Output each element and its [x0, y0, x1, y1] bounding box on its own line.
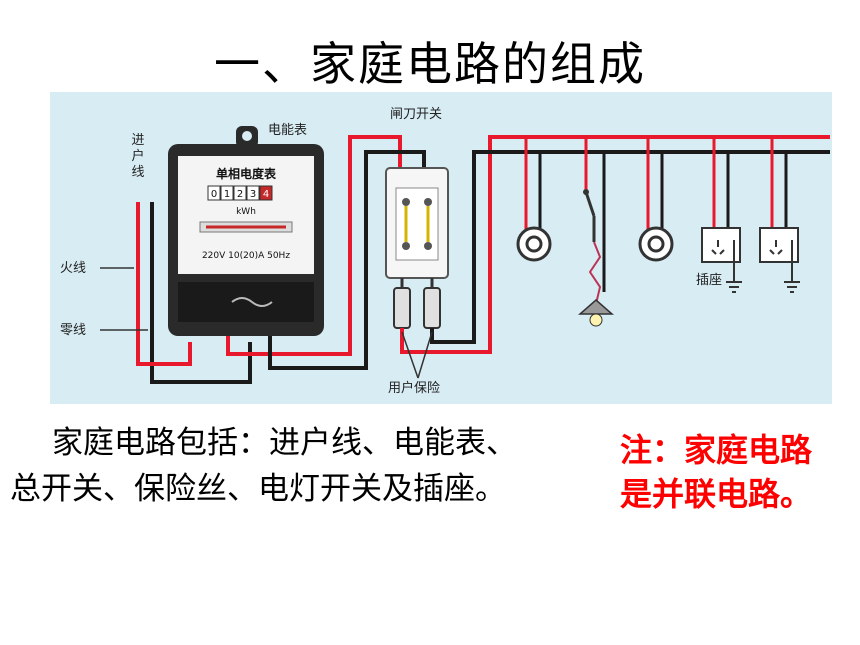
household-circuit-diagram: 单相电度表 0 1 2 3 4 kWh 220V 10(20)A 50Hz — [50, 92, 832, 404]
slide-title: 一、家庭电路的组成 — [214, 37, 646, 91]
meter-digits: 0 1 2 3 4 — [207, 185, 273, 201]
label-live-wire: 火线 — [60, 261, 86, 276]
meter-to-switch-wiring — [226, 135, 426, 370]
service-line — [136, 202, 252, 384]
three-pin-socket-2 — [759, 227, 800, 293]
label-neutral-wire: 零线 — [60, 323, 86, 338]
svg-text:户: 户 — [131, 148, 144, 164]
meter-face — [178, 156, 314, 274]
body-line-2: 总开关、保险丝、电灯开关及插座。 — [10, 471, 506, 507]
meter-unit: kWh — [236, 207, 256, 217]
fuse-out-live — [400, 135, 830, 354]
label-user-fuse: 用户保险 — [388, 380, 440, 396]
neutral-to-meter — [150, 342, 252, 384]
meter-out-neutral — [268, 150, 426, 370]
meter-digit-3: 3 — [250, 189, 256, 200]
meter-digit-2: 2 — [237, 189, 243, 200]
lamp-switch — [583, 189, 596, 242]
fuse-out-neutral — [430, 150, 830, 344]
label-meter: 电能表 — [268, 123, 307, 138]
live-to-meter — [136, 202, 192, 366]
parallel-circuit-note: 注：家庭电路是并联电路。 — [620, 431, 813, 513]
electric-meter: 单相电度表 0 1 2 3 4 kWh 220V 10(20)A 50Hz — [168, 126, 324, 336]
label-knife-switch: 闸刀开关 — [390, 107, 442, 122]
meter-rating: 220V 10(20)A 50Hz — [202, 251, 290, 261]
body-line-1: 家庭电路包括：进户线、电能表、 — [52, 425, 517, 461]
lamp — [578, 299, 614, 327]
round-socket-1 — [516, 226, 552, 262]
three-pin-socket-1 — [701, 227, 742, 293]
label-service-line: 进 户 线 — [131, 133, 144, 180]
knife-switch — [385, 167, 449, 329]
meter-face-name: 单相电度表 — [216, 166, 277, 181]
meter-out-live — [226, 135, 402, 356]
meter-digit-4: 4 — [263, 189, 269, 200]
meter-digit-1: 1 — [224, 189, 230, 200]
switch-to-bus — [400, 135, 830, 354]
meter-digit-0: 0 — [211, 189, 217, 200]
fuse-right — [423, 287, 441, 329]
label-socket: 插座 — [696, 273, 722, 288]
round-socket-2 — [638, 226, 674, 262]
body-text: 家庭电路包括：进户线、电能表、 总开关、保险丝、电灯开关及插座。 — [10, 420, 620, 512]
fuse-left — [393, 287, 411, 329]
svg-text:线: 线 — [131, 165, 144, 180]
label-leaders — [100, 267, 433, 379]
branch-drops — [524, 137, 788, 292]
svg-text:进: 进 — [131, 133, 144, 148]
